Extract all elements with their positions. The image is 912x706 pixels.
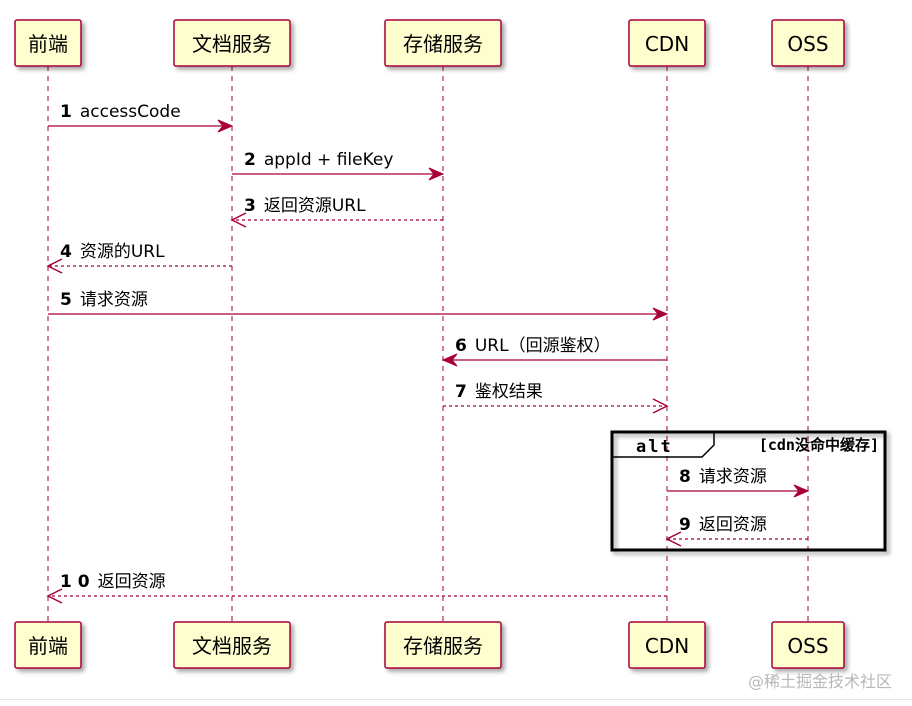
message-label: 7 鉴权结果 [455,382,543,402]
participant-label: CDN [645,32,689,56]
participant-label: 前端 [28,634,68,658]
message-6: 6 URL（回源鉴权） [441,336,667,367]
message-8: 8 请求资源 [667,467,810,498]
participant-oss-top: OSS [771,19,845,67]
message-label: 5 请求资源 [60,290,148,310]
participant-cdn-top: CDN [628,19,706,67]
participant-box [771,19,845,67]
participant-doc-bottom: 文档服务 [173,621,291,669]
participant-label: 存储服务 [403,32,483,56]
participant-label: CDN [645,634,689,658]
message-number: 6 [455,336,467,356]
message-text: appId + fileKey [264,150,394,170]
message-number: 2 [244,150,256,170]
participant-cdn-bottom: CDN [628,621,706,669]
fragment-tab [612,432,715,458]
message-label: 2 appId + fileKey [244,150,393,170]
participant-fe-bottom: 前端 [14,621,82,669]
message-label: 8 请求资源 [679,467,767,487]
participant-label: 前端 [28,32,68,56]
watermark: @稀土掘金技术社区 [747,672,892,691]
message-3: 3 返回资源URL [230,196,443,228]
message-9: 9 返回资源 [665,515,808,547]
message-number: 7 [455,382,467,402]
participant-box [384,621,502,669]
message-text: 请求资源 [80,290,148,310]
participant-label: 存储服务 [403,634,483,658]
message-number: 1 0 [60,572,90,592]
arrowhead [217,119,234,133]
message-number: 5 [60,290,72,310]
participant-label: 文档服务 [192,634,272,658]
arrowhead [441,353,458,367]
participant-box [771,621,845,669]
message-number: 1 [60,102,72,122]
participant-label: OSS [787,32,828,56]
message-text: 资源的URL [80,242,165,262]
arrowhead [46,588,63,604]
participant-label: 文档服务 [192,32,272,56]
participant-fe-top: 前端 [14,19,82,67]
arrowhead [652,398,669,414]
message-number: 4 [60,242,72,262]
message-number: 3 [244,196,256,216]
participant-doc-top: 文档服务 [173,19,291,67]
arrowhead [428,167,445,181]
participant-box [173,19,291,67]
message-label: 9 返回资源 [679,515,767,535]
message-label: 1 0 返回资源 [60,572,166,592]
participant-box [628,621,706,669]
message-text: 鉴权结果 [475,382,543,402]
message-label: 3 返回资源URL [244,196,366,216]
participant-store-top: 存储服务 [384,19,502,67]
alt-fragment: alt [cdn没命中缓存] [610,430,887,552]
arrowhead [46,258,63,274]
participant-box [628,19,706,67]
fragment-frame [610,430,887,552]
arrowhead [665,531,682,547]
message-number: 8 [679,467,691,487]
message-text: accessCode [80,102,181,122]
participant-box [14,19,82,67]
message-2: 2 appId + fileKey [232,150,445,181]
arrowhead [230,212,247,228]
message-10: 1 0 返回资源 [46,572,667,604]
fragment-keyword: alt [636,437,673,457]
fragment-condition: [cdn没命中缓存] [759,436,879,454]
message-label: 1 accessCode [60,102,181,122]
message-label: 4 资源的URL [60,242,165,262]
message-number: 9 [679,515,691,535]
message-text: 返回资源 [98,572,166,592]
message-text: URL（回源鉴权） [475,336,611,356]
arrowhead [793,484,810,498]
participant-oss-bottom: OSS [771,621,845,669]
participant-box [14,621,82,669]
message-4: 4 资源的URL [46,242,232,274]
message-5: 5 请求资源 [48,290,669,321]
message-7: 7 鉴权结果 [443,382,669,414]
arrowhead [652,307,669,321]
message-text: 请求资源 [699,467,767,487]
participant-store-bottom: 存储服务 [384,621,502,669]
participant-box [384,19,502,67]
message-label: 6 URL（回源鉴权） [455,336,611,356]
message-text: 返回资源URL [264,196,366,216]
participant-box [173,621,291,669]
message-text: 返回资源 [699,515,767,535]
participant-label: OSS [787,634,828,658]
message-1: 1 accessCode [48,102,234,133]
footer-divider [0,699,912,700]
